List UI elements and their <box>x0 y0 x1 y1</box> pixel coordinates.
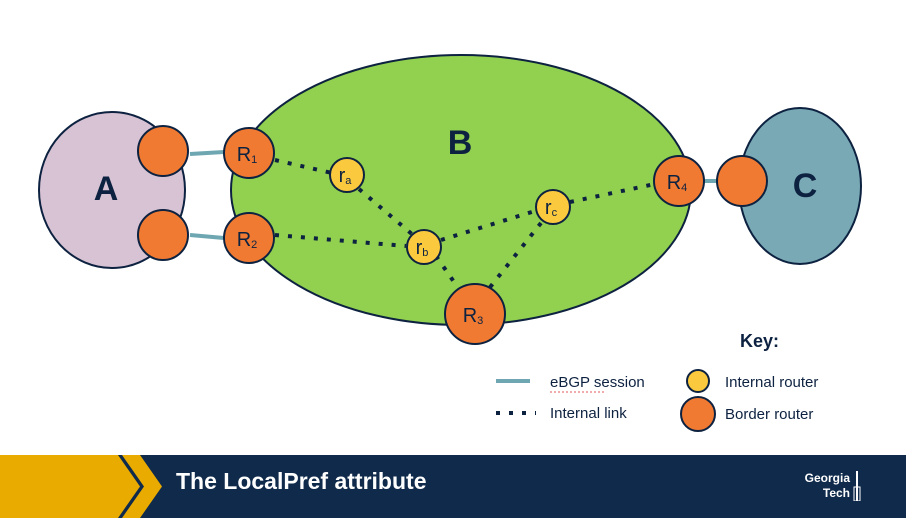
router-ra-circle <box>329 157 365 193</box>
svg-text:R4: R4 <box>667 172 688 194</box>
router-rc: rc <box>535 189 571 225</box>
border-router-a-bottom <box>137 209 189 261</box>
legend-internal-link-label: Internal link <box>550 405 627 422</box>
bgp-diagram: A B C R1 R2 R3 R4 ra <box>38 54 862 432</box>
ebgp-session-a-r2 <box>189 233 225 240</box>
internal-link-rc-r4 <box>569 182 656 204</box>
legend: Key: eBGP session Internal link Internal… <box>496 331 818 432</box>
router-r2-subscript: 2 <box>251 239 257 251</box>
router-r2-circle <box>223 212 275 264</box>
router-r3-subscript: 3 <box>477 315 483 327</box>
border-router-a-top <box>137 125 189 177</box>
internal-link-rc-r3 <box>485 221 543 293</box>
router-rc-circle <box>535 189 571 225</box>
router-rb: rb <box>406 229 442 265</box>
svg-text:rb: rb <box>416 237 429 259</box>
internal-link-r1-ra <box>274 158 333 175</box>
legend-border-router-swatch <box>680 396 716 432</box>
svg-text:R3: R3 <box>463 305 484 327</box>
logo-line-1: Georgia <box>804 471 850 485</box>
router-r1-circle <box>223 127 275 179</box>
router-rb-circle <box>406 229 442 265</box>
router-ra: ra <box>329 157 365 193</box>
legend-internal-router-label: Internal router <box>725 374 818 391</box>
router-r1-label: R <box>237 144 251 166</box>
legend-internal-router-swatch <box>686 369 710 393</box>
router-r3: R3 <box>444 283 506 345</box>
router-r4-label: R <box>667 172 681 194</box>
as-b-label: B <box>448 124 473 162</box>
svg-text:ra: ra <box>339 165 353 187</box>
footer-chevron-icon <box>122 455 162 518</box>
internal-links <box>274 158 656 294</box>
border-router-c <box>716 155 768 207</box>
as-a-label: A <box>94 170 119 208</box>
slide-title: The LocalPref attribute <box>176 468 427 494</box>
router-r1-subscript: 1 <box>251 154 257 166</box>
legend-title: Key: <box>740 331 779 351</box>
router-r2: R2 <box>223 212 275 264</box>
router-rb-subscript: b <box>422 247 428 259</box>
footer-accent-arrows <box>0 455 162 518</box>
router-r4: R4 <box>653 155 705 207</box>
svg-text:R2: R2 <box>237 229 258 251</box>
internal-link-rb-rc <box>440 209 536 242</box>
as-c-label: C <box>793 167 818 205</box>
router-rb-label: r <box>416 237 423 259</box>
georgia-tech-logo: Georgia Tech <box>778 471 878 503</box>
legend-border-router-label: Border router <box>725 406 813 423</box>
router-r2-label: R <box>237 229 251 251</box>
tech-tower-icon <box>853 471 861 501</box>
router-rc-subscript: c <box>552 207 558 219</box>
router-r3-label: R <box>463 305 477 327</box>
svg-text:R1: R1 <box>237 144 258 166</box>
svg-text:rc: rc <box>545 197 558 219</box>
router-rc-label: r <box>545 197 552 219</box>
router-ra-label: r <box>339 165 346 187</box>
ebgp-session-a-r1 <box>189 150 225 156</box>
router-r1: R1 <box>223 127 275 179</box>
internal-link-r2-rb <box>274 233 407 248</box>
legend-ebgp-label: eBGP session <box>550 374 645 391</box>
router-r4-subscript: 4 <box>681 182 687 194</box>
router-r3-circle <box>444 283 506 345</box>
logo-wordmark: Georgia Tech <box>805 471 850 501</box>
router-r4-circle <box>653 155 705 207</box>
router-ra-subscript: a <box>345 175 352 187</box>
footer-accent-bar <box>0 455 140 518</box>
slide-footer: The LocalPref attribute Georgia Tech <box>0 455 906 518</box>
logo-line-2: Tech <box>822 486 850 500</box>
